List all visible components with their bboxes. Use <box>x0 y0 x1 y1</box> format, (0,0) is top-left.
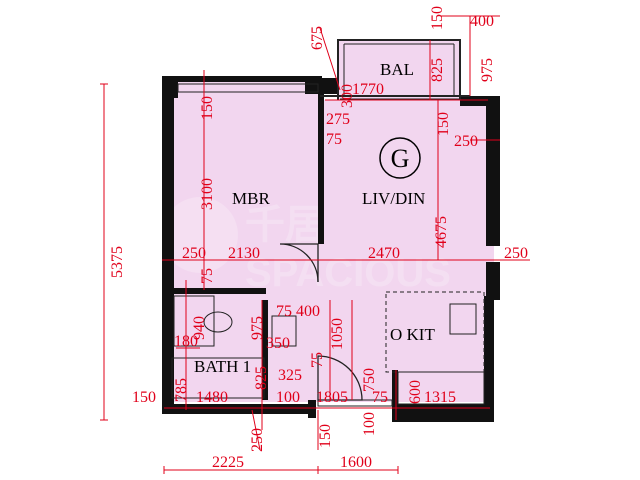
wardrobe <box>177 83 319 93</box>
wall-bath-left <box>166 296 172 406</box>
watermark: 千居 SPACIOUS <box>162 197 451 295</box>
dim-label: 400 <box>470 13 494 30</box>
dim-label: 600 <box>407 380 424 404</box>
dim-label: 250 <box>182 245 206 262</box>
wall-right-low <box>484 296 494 422</box>
kitchen-unit-low <box>397 371 485 405</box>
wall-bath-right <box>262 300 268 400</box>
wall-kit-stub <box>392 370 398 410</box>
grade-circle-icon <box>379 137 421 179</box>
grade-letter: G <box>391 144 410 173</box>
dim-label: 100 <box>361 412 378 436</box>
dim-label: 5375 <box>109 246 126 278</box>
dim-label: 325 <box>278 367 302 384</box>
dim-label: 75 <box>326 131 342 148</box>
wall-mbr-liv-partition <box>318 94 324 244</box>
dim-label: 150 <box>429 6 446 30</box>
master-bedroom-area <box>174 82 322 292</box>
dim-label: 180 <box>174 333 198 350</box>
balcony-outline <box>320 39 470 100</box>
watermark-logo-icon <box>162 197 238 273</box>
dim-label: 1315 <box>424 389 456 406</box>
label-livdin: LIV/DIN <box>362 189 425 208</box>
dim-label: 150 <box>132 389 156 406</box>
wall-right-lower <box>486 262 500 300</box>
dim-label: 4675 <box>433 216 450 248</box>
dim-label: 75 <box>372 389 388 406</box>
wall-left-upper-block <box>162 76 178 98</box>
dim-label: 75 <box>199 268 216 284</box>
label-okit: O KIT <box>390 325 435 344</box>
label-bal: BAL <box>380 60 414 79</box>
kitchen-hob <box>449 303 477 335</box>
balcony-area <box>338 40 460 100</box>
dim-label: 825 <box>429 58 446 82</box>
dim-label: 975 <box>249 316 266 340</box>
dim-label: 785 <box>173 378 190 402</box>
toilet-icon <box>203 311 233 333</box>
dim-label: 400 <box>296 303 320 320</box>
wall-mbr-top <box>162 76 322 82</box>
room-fills <box>174 40 494 402</box>
dim-label: 825 <box>253 366 270 390</box>
dim-label: 1480 <box>196 389 228 406</box>
dim-label: 150 <box>199 96 216 120</box>
dim-label: 1805 <box>316 389 348 406</box>
doors <box>279 243 363 401</box>
fixtures <box>171 83 485 407</box>
dim-label: 675 <box>309 26 326 50</box>
bath-cabinet <box>271 315 297 347</box>
walls <box>162 76 500 422</box>
wall-door-jamb <box>308 400 316 418</box>
dim-label: 350 <box>266 335 290 352</box>
wall-mid-horizontal <box>174 288 266 294</box>
dim-label: 300 <box>339 84 356 108</box>
dim-label: 750 <box>361 368 378 392</box>
wall-mbr-corner <box>305 78 339 94</box>
dim-label: 975 <box>479 58 496 82</box>
wall-bottom-right <box>392 404 494 422</box>
dim-label: 250 <box>454 133 478 150</box>
dim-label: 2470 <box>368 245 400 262</box>
dim-label: 75 <box>276 303 292 320</box>
dim-label: 150 <box>435 112 452 136</box>
label-bath: BATH 1 <box>194 357 251 376</box>
watermark-chinese: 千居 <box>245 203 325 247</box>
dim-label: 1770 <box>352 81 384 98</box>
dim-label: 250 <box>504 245 528 262</box>
wall-liv-top-right <box>460 96 500 106</box>
bath-shower <box>173 295 215 347</box>
entrance-door-swing <box>317 355 363 401</box>
dim-label: 250 <box>249 428 266 452</box>
dimension-lines <box>100 15 530 474</box>
grade-marker: G <box>379 137 421 179</box>
room-labels: BAL MBR LIV/DIN O KIT BATH 1 <box>194 60 435 376</box>
dim-label: 100 <box>276 389 300 406</box>
watermark-english: SPACIOUS <box>245 251 451 295</box>
dim-label: 1050 <box>329 318 346 350</box>
mbr-door-swing <box>279 243 319 283</box>
dim-label: 275 <box>326 111 350 128</box>
dim-label: 940 <box>191 316 208 340</box>
dim-label: 1600 <box>340 454 372 471</box>
wall-bottom-left <box>162 404 312 414</box>
dim-label: 75 <box>309 352 326 368</box>
wall-right-upper <box>486 96 500 246</box>
label-mbr: MBR <box>232 189 270 208</box>
dimension-labels: 150 400 675 825 975 1770 300 150 150 275… <box>109 6 528 471</box>
dim-label: 2130 <box>228 245 260 262</box>
lower-area <box>174 290 494 402</box>
dim-label: 2225 <box>212 454 244 471</box>
basin <box>171 357 265 399</box>
dim-label: 3100 <box>199 178 216 210</box>
dim-label: 150 <box>317 424 334 448</box>
